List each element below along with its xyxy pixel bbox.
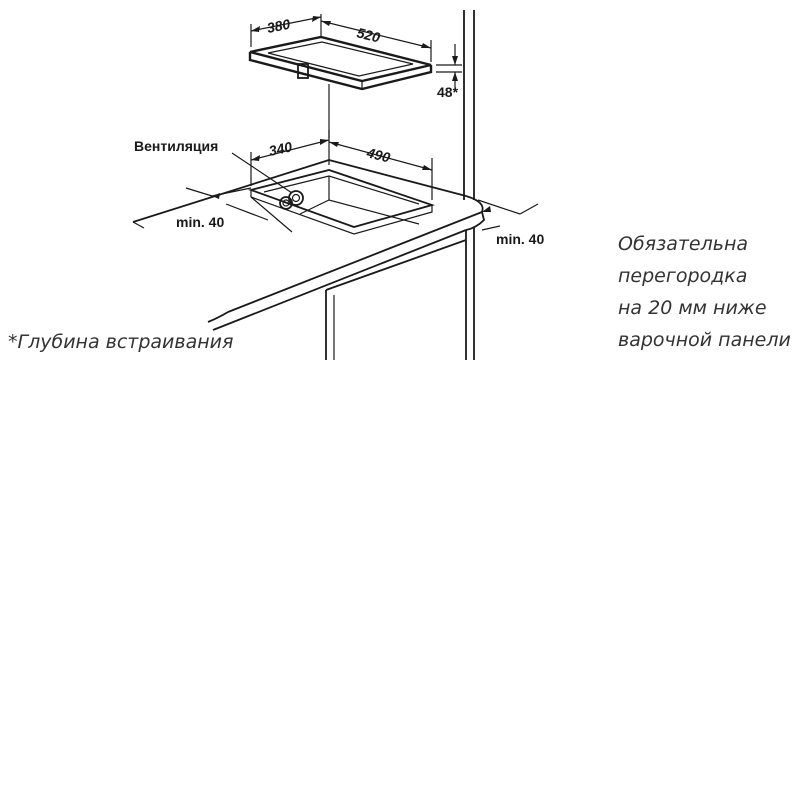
ventilation-label: Вентиляция: [134, 138, 218, 154]
hob-depth-label: 380: [266, 16, 292, 36]
cabinet: [325, 228, 475, 360]
hob-depth-dimension: 380: [250, 16, 322, 47]
hob-width-label: 520: [355, 24, 382, 45]
cutout: [247, 169, 436, 235]
min-clearance-right: min. 40: [477, 199, 544, 247]
ventilation-callout: Вентиляция: [134, 138, 293, 194]
hob-height-label: 48*: [437, 84, 459, 100]
partition-note-line-4: варочной панели: [618, 329, 791, 351]
cutout-width-label: 490: [364, 144, 392, 165]
hob-drawing: [248, 35, 433, 138]
min-clearance-left: min. 40: [176, 187, 293, 233]
cutout-width-dimension: 490: [328, 141, 433, 200]
partition-note-line-2: перегородка: [618, 265, 748, 287]
hob-height-dimension: 48*: [436, 44, 462, 100]
partition-note: Обязательна перегородка на 20 мм ниже ва…: [618, 228, 791, 356]
cutout-depth-dimension: 340: [250, 130, 330, 186]
wall: [463, 10, 475, 200]
worktop: [132, 159, 485, 331]
min-clearance-left-label: min. 40: [176, 214, 224, 230]
min-clearance-right-label: min. 40: [496, 231, 544, 247]
cutout-depth-label: 340: [267, 138, 293, 159]
partition-note-line-1: Обязательна: [618, 233, 749, 255]
depth-note: *Глубина встраивания: [8, 331, 234, 353]
partition-note-line-3: на 20 мм ниже: [618, 297, 767, 319]
hob-width-dimension: 520: [320, 14, 432, 62]
